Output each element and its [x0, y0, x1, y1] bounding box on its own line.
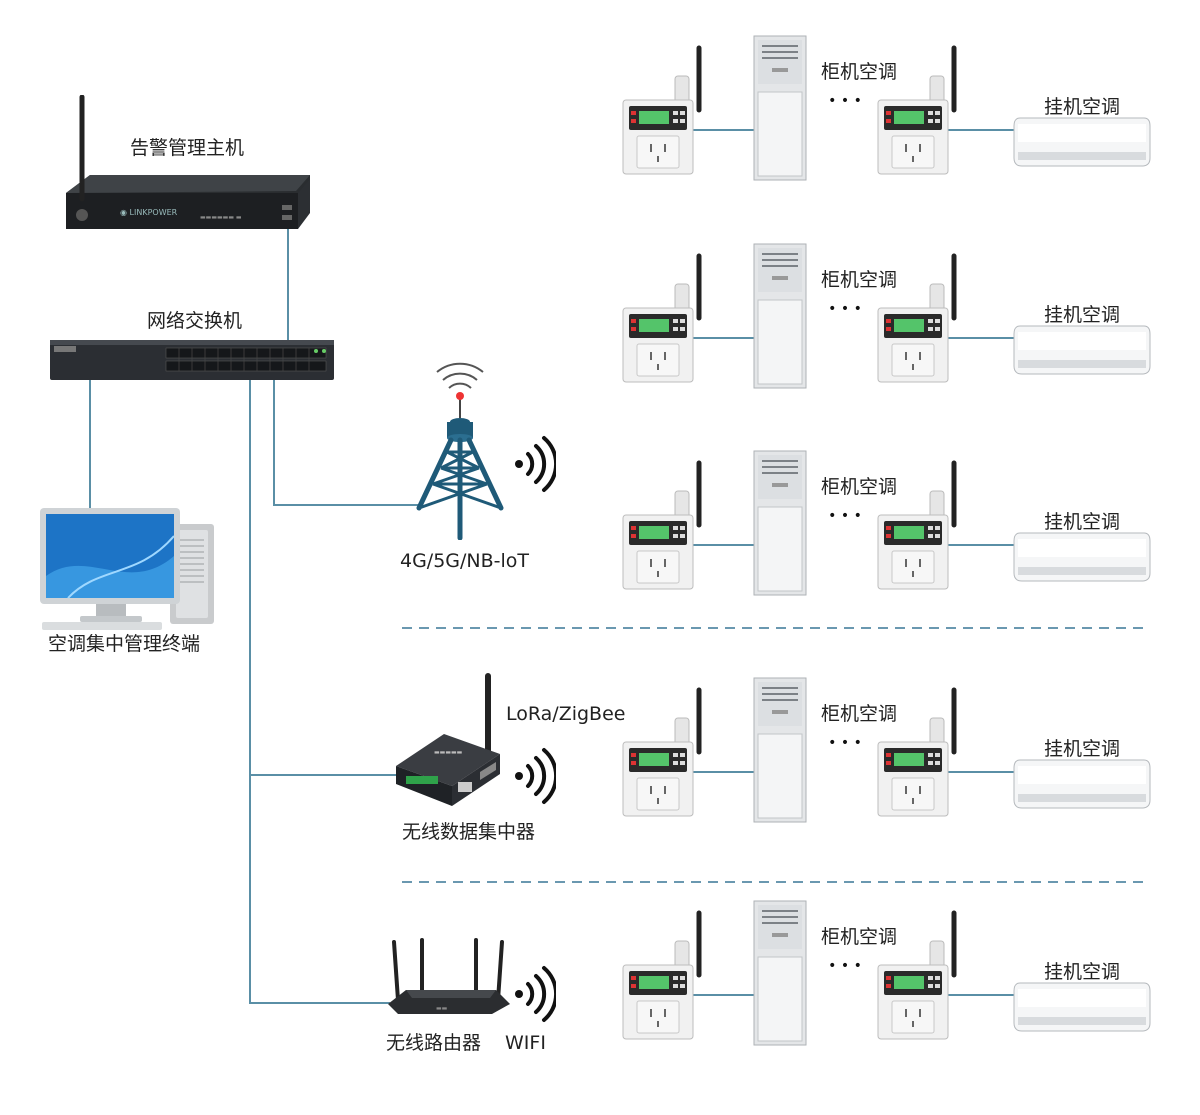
wifi-label: WIFI: [505, 1032, 546, 1054]
ac-group-row: • • •: [0, 642, 1200, 872]
cabinet-ac-label: 柜机空调: [821, 703, 898, 725]
svg-text:◉ LINKPOWER: ◉ LINKPOWER: [120, 208, 178, 217]
ac-group-row: • • •: [0, 0, 1200, 230]
switch-to-tower-line: [273, 378, 420, 506]
wall-ac-unit: [1013, 325, 1151, 375]
wireless-signal-icon: [515, 436, 556, 492]
smart-socket-controller: [877, 687, 957, 817]
smart-socket-controller: [877, 253, 957, 383]
computer-terminal-device: [40, 508, 214, 630]
ac-group-row: • • •: [0, 208, 1200, 438]
ac-row-graphics: • • •: [622, 677, 1151, 823]
cabinet-ac-unit: [753, 243, 807, 389]
ac-row-graphics: • • •: [622, 35, 1151, 181]
cabinet-ac-label: 柜机空调: [821, 61, 898, 83]
cabinet-ac-unit: [753, 900, 807, 1046]
ellipsis: • • •: [828, 508, 862, 524]
wall-ac-unit: [1013, 759, 1151, 809]
central-terminal-label: 空调集中管理终端: [48, 633, 201, 655]
wall-ac-label: 挂机空调: [1044, 961, 1121, 983]
wall-ac-label: 挂机空调: [1044, 96, 1121, 118]
ellipsis: • • •: [828, 93, 862, 109]
cabinet-ac-unit: [753, 35, 807, 181]
ac-row-graphics: • • •: [622, 450, 1151, 596]
network-switch-device: [50, 340, 334, 380]
svg-text:▬▬: ▬▬: [436, 1005, 448, 1012]
cabinet-ac-label: 柜机空调: [821, 476, 898, 498]
wall-ac-unit: [1013, 117, 1151, 167]
wall-ac-unit: [1013, 982, 1151, 1032]
wireless-signal-icon: [515, 748, 556, 804]
alarm-host-label: 告警管理主机: [130, 137, 245, 159]
wireless-router-device: ▬▬: [388, 938, 510, 1014]
network-switch-label: 网络交换机: [147, 310, 243, 332]
wireless-concentrator-device: ▬▬▬▬▬: [396, 673, 500, 806]
smart-socket-controller: [877, 460, 957, 590]
switch-trunk-line: [249, 378, 390, 1004]
smart-socket-controller: [622, 460, 702, 590]
smart-socket-controller: [622, 253, 702, 383]
smart-socket-controller: [622, 687, 702, 817]
ellipsis: • • •: [828, 958, 862, 974]
cell-tower-device: [416, 362, 504, 540]
cabinet-ac-label: 柜机空调: [821, 269, 898, 291]
cabinet-ac-label: 柜机空调: [821, 926, 898, 948]
wall-ac-label: 挂机空调: [1044, 511, 1121, 533]
cellular-label: 4G/5G/NB-loT: [400, 550, 530, 572]
smart-socket-controller: [622, 910, 702, 1040]
ellipsis: • • •: [828, 301, 862, 317]
wall-ac-label: 挂机空调: [1044, 304, 1121, 326]
wireless-router-label: 无线路由器: [386, 1032, 482, 1054]
cabinet-ac-unit: [753, 677, 807, 823]
smart-socket-controller: [877, 910, 957, 1040]
wireless-signal-icon: [515, 966, 556, 1022]
alarm-host-device: ◉ LINKPOWER ▬▬▬▬▬▬ ▬: [66, 95, 310, 229]
svg-text:▬▬▬▬▬: ▬▬▬▬▬: [434, 749, 463, 756]
smart-socket-controller: [622, 45, 702, 175]
wireless-concentrator-label: 无线数据集中器: [402, 821, 536, 843]
ac-group-row: • • •: [0, 865, 1200, 1095]
cabinet-ac-unit: [753, 450, 807, 596]
ac-group-row: • • •: [0, 415, 1200, 645]
ellipsis: • • •: [828, 735, 862, 751]
wall-ac-label: 挂机空调: [1044, 738, 1121, 760]
svg-text:▬▬▬▬▬▬ ▬: ▬▬▬▬▬▬ ▬: [200, 214, 242, 221]
wall-ac-unit: [1013, 532, 1151, 582]
smart-socket-controller: [877, 45, 957, 175]
ac-row-graphics: • • •: [622, 900, 1151, 1046]
ac-row-graphics: • • •: [622, 243, 1151, 389]
lora-zigbee-label: LoRa/ZigBee: [506, 703, 626, 725]
